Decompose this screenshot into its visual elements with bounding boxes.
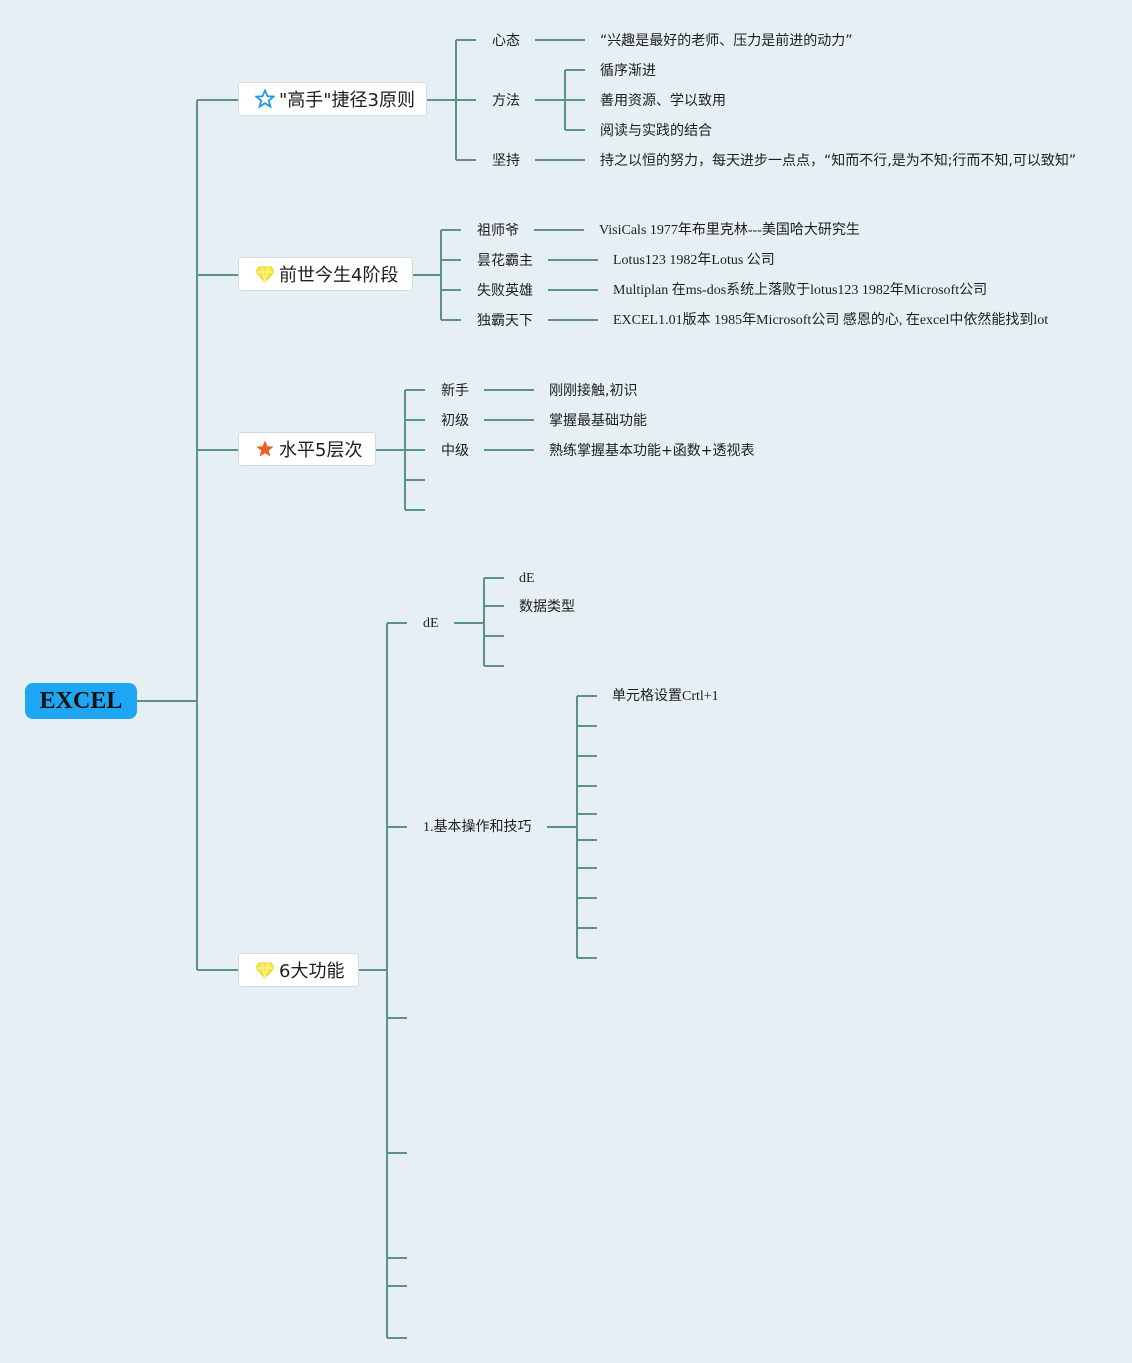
star-outline-icon xyxy=(255,89,275,109)
topic-label[interactable]: 方法 xyxy=(492,93,520,109)
branch-node-levels[interactable]: 水平5层次 xyxy=(238,432,376,466)
branch-title: 前世今生4阶段 xyxy=(279,265,399,286)
topic-label[interactable]: 新手 xyxy=(441,383,469,399)
branch-node-functions[interactable]: 6大功能 xyxy=(238,953,359,987)
diamond-icon xyxy=(255,960,275,980)
topic-detail[interactable]: VisiCals 1977年布里克林---美国哈大研究生 xyxy=(599,223,860,238)
branch-title: "高手"捷径3原则 xyxy=(279,90,416,111)
topic-label[interactable]: 中级 xyxy=(441,443,469,459)
topic-detail[interactable]: 善用资源、学以致用 xyxy=(600,93,726,109)
branch-node-principles[interactable]: "高手"捷径3原则 xyxy=(238,82,427,116)
topic-label[interactable]: 祖师爷 xyxy=(477,223,519,239)
topic-label[interactable]: 初级 xyxy=(441,413,469,429)
topic-label[interactable]: 独霸天下 xyxy=(477,313,533,329)
topic-detail[interactable]: 阅读与实践的结合 xyxy=(600,123,712,139)
topic-detail[interactable]: dE xyxy=(519,571,535,586)
topic-detail[interactable]: Multiplan 在ms-dos系统上落败于lotus123 1982年Mic… xyxy=(613,283,988,298)
topic-label[interactable]: 昙花霸主 xyxy=(477,253,533,269)
topic-detail[interactable]: 数据类型 xyxy=(519,599,575,615)
topic-detail[interactable]: 刚刚接触,初识 xyxy=(549,383,638,399)
topic-detail[interactable]: 循序渐进 xyxy=(600,63,656,79)
topic-detail[interactable]: 持之以恒的努力，每天进步一点点，“知而不行,是为不知;行而不知,可以致知” xyxy=(600,153,1077,169)
topic-detail[interactable]: 熟练掌握基本功能+函数+透视表 xyxy=(549,443,755,459)
branch-title: 水平5层次 xyxy=(279,440,363,461)
star-filled-icon xyxy=(255,439,275,459)
topic-label[interactable]: 坚持 xyxy=(492,153,520,169)
topic-label[interactable]: dE xyxy=(423,616,439,631)
topic-label[interactable]: 心态 xyxy=(492,33,520,49)
root-node[interactable]: EXCEL xyxy=(25,683,137,719)
diamond-icon xyxy=(255,264,275,284)
topic-label[interactable]: 1.基本操作和技巧 xyxy=(423,820,532,835)
topic-detail[interactable]: EXCEL1.01版本 1985年Microsoft公司 感恩的心, 在exce… xyxy=(613,313,1049,328)
topic-detail[interactable]: 单元格设置Crtl+1 xyxy=(612,689,719,704)
topic-detail[interactable]: 掌握最基础功能 xyxy=(549,413,647,429)
topic-detail[interactable]: Lotus123 1982年Lotus 公司 xyxy=(613,253,775,268)
branch-title: 6大功能 xyxy=(279,961,345,982)
topic-detail[interactable]: “兴趣是最好的老师、压力是前进的动力” xyxy=(600,33,853,49)
topic-label[interactable]: 失败英雄 xyxy=(477,283,533,299)
branch-node-history[interactable]: 前世今生4阶段 xyxy=(238,257,413,291)
